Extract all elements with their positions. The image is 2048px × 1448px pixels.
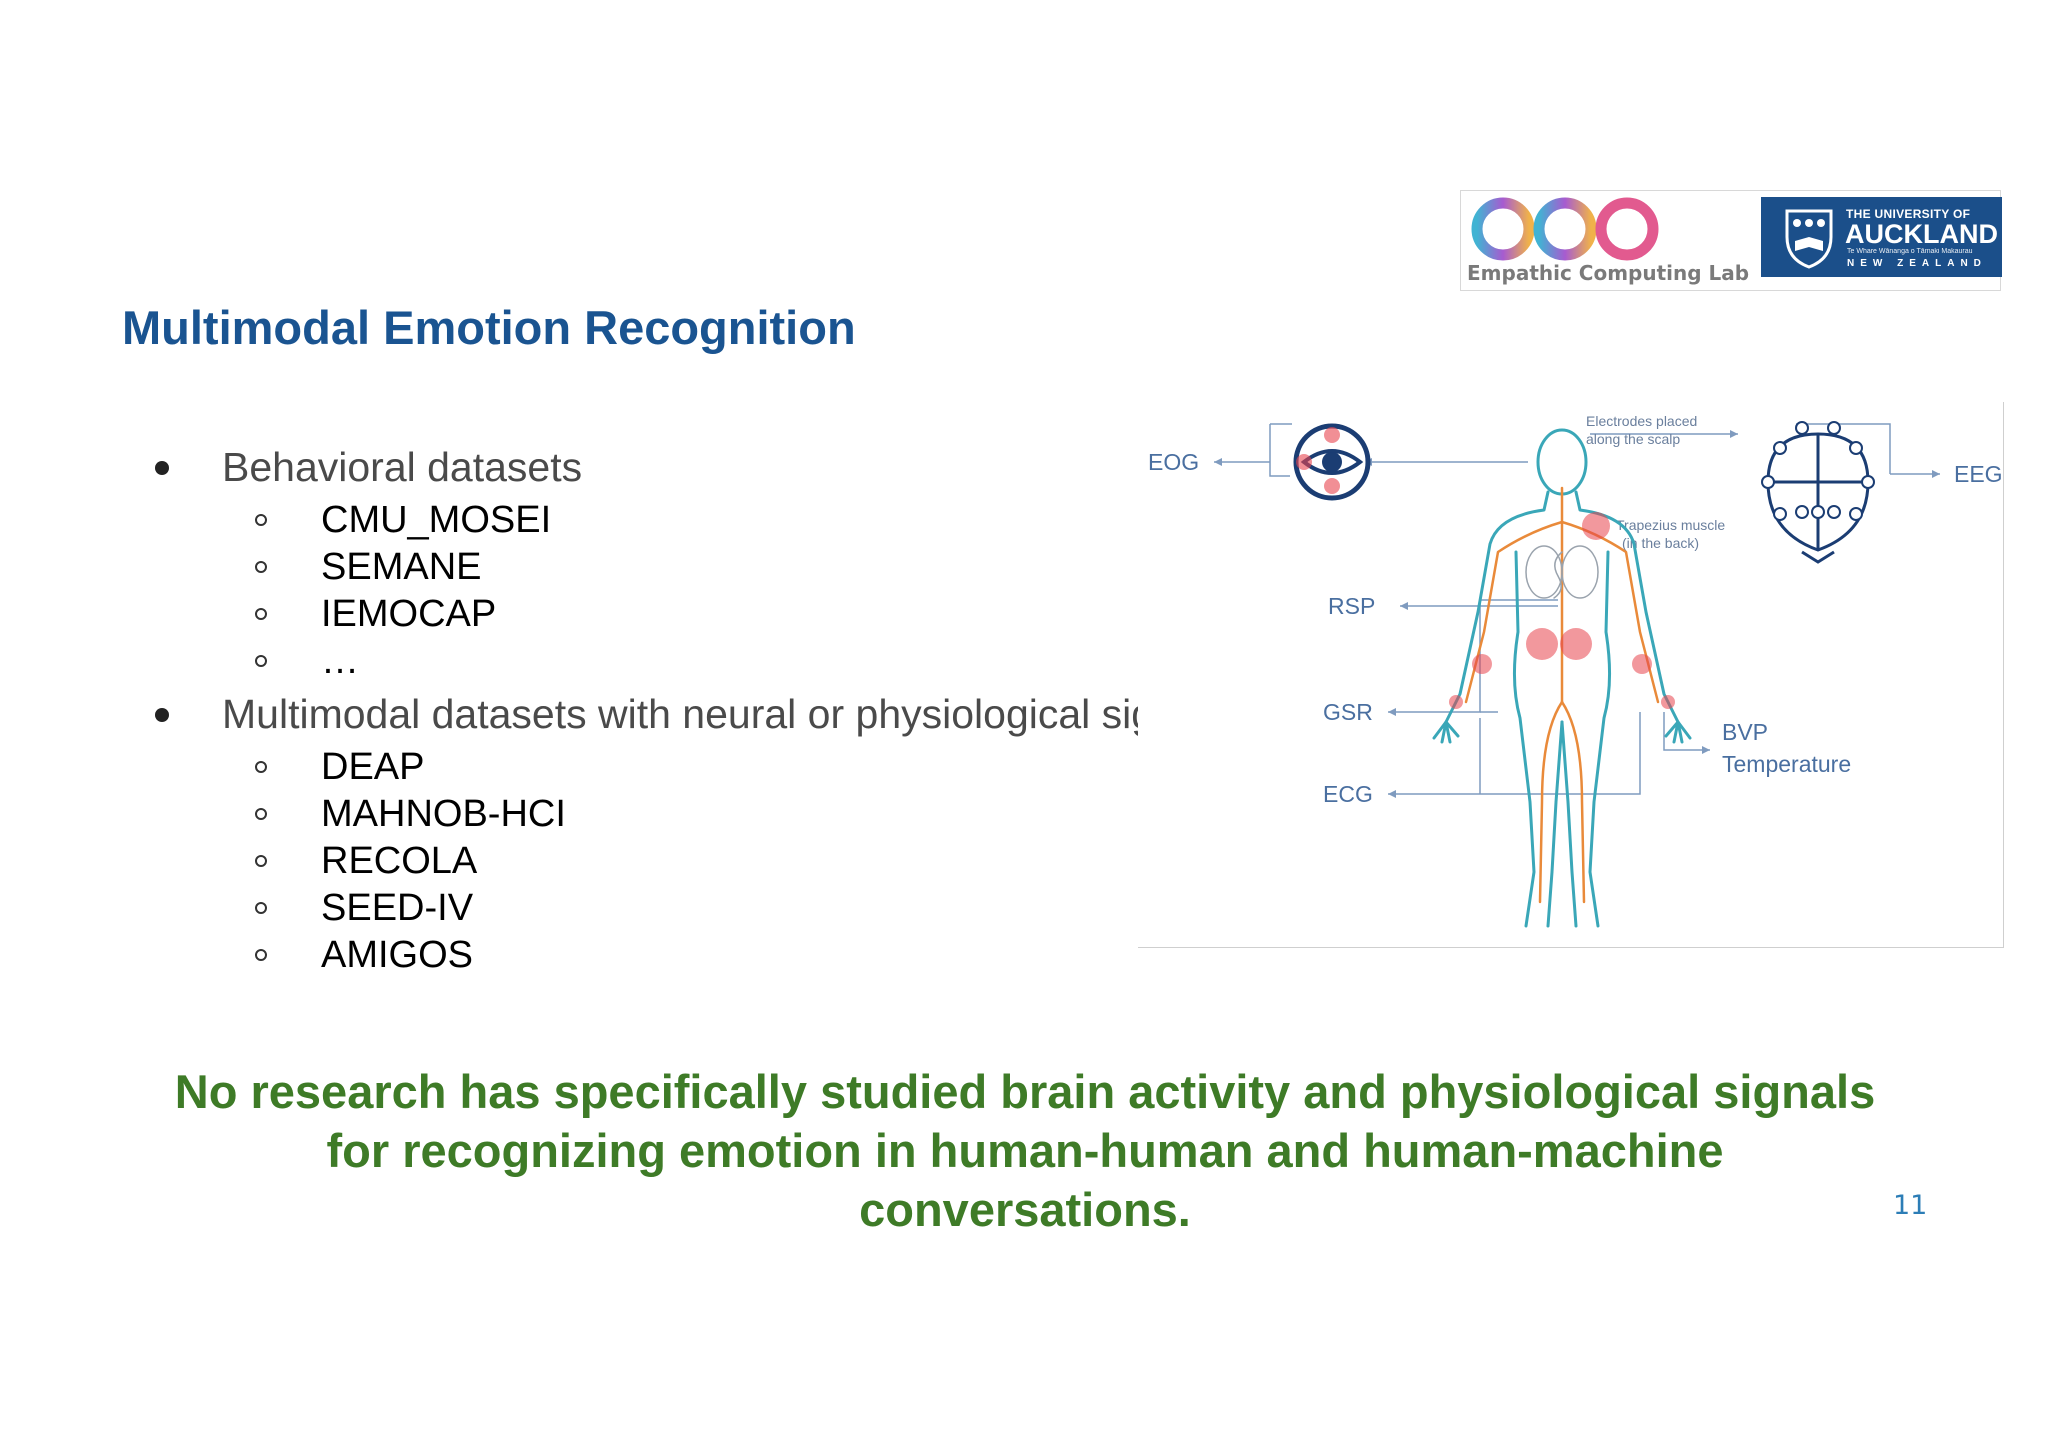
- conclusion-line-1: No research has specifically studied bra…: [174, 1065, 1876, 1118]
- label-ecg: ECG: [1323, 781, 1373, 807]
- list-item: …: [150, 638, 1229, 685]
- bullet-ring-icon: [255, 902, 267, 914]
- dataset-name: MAHNOB-HCI: [321, 793, 566, 835]
- dataset-name: AMIGOS: [321, 934, 474, 976]
- bullet-label: Behavioral datasets: [222, 444, 583, 490]
- label-eog: EOG: [1148, 449, 1199, 475]
- head-electrodes-icon: [1761, 421, 1875, 564]
- lab-name: Empathic Computing Lab: [1467, 261, 1750, 285]
- label-trapezius-2: (in the back): [1622, 535, 1699, 551]
- conclusion-statement: No research has specifically studied bra…: [100, 1062, 1950, 1239]
- list-item: DEAP: [150, 744, 1229, 791]
- bullet-ring-icon: [255, 608, 267, 620]
- list-item: SEMANE: [150, 544, 1229, 591]
- bullet-ring-icon: [255, 949, 267, 961]
- label-trapezius-1: Trapezius muscle: [1616, 517, 1725, 533]
- bullet-ring-icon: [255, 855, 267, 867]
- dataset-name: SEMANE: [321, 546, 482, 588]
- dataset-name: RECOLA: [321, 840, 478, 882]
- bullet-ring-icon: [255, 514, 267, 526]
- list-item: CMU_MOSEI: [150, 497, 1229, 544]
- bullet-label: Multimodal datasets with neural or physi…: [222, 691, 1230, 737]
- bullet-multimodal: Multimodal datasets with neural or physi…: [150, 685, 1229, 744]
- human-body-icon: [1432, 428, 1692, 928]
- dataset-name: CMU_MOSEI: [321, 499, 552, 541]
- body-sensor-figure: EOG EEG RSP GSR ECG BVP Temperature Elec…: [1148, 413, 2003, 928]
- label-rsp: RSP: [1328, 593, 1375, 619]
- list-item: SEED-IV: [150, 885, 1229, 932]
- university-crest-icon: [1785, 209, 1833, 269]
- university-name: AUCKLAND: [1845, 219, 1998, 249]
- university-motto: Te Whare Wānanga o Tāmaki Makaurau: [1847, 248, 1973, 255]
- dataset-name: SEED-IV: [321, 887, 474, 929]
- bullet-ring-icon: [255, 561, 267, 573]
- bullet-ring-icon: [255, 808, 267, 820]
- bullet-ring-icon: [255, 761, 267, 773]
- dataset-name: DEAP: [321, 746, 425, 788]
- connector-lines: [1214, 423, 1940, 795]
- logo-banner: Empathic Computing Lab THE UNIVERSITY OF…: [1460, 190, 2002, 291]
- page-number: 11: [1893, 1190, 1928, 1221]
- label-eeg: EEG: [1954, 461, 2003, 487]
- empathic-computing-lab-logo: [1471, 197, 1659, 261]
- list-item: IEMOCAP: [150, 591, 1229, 638]
- dataset-name: …: [321, 640, 359, 682]
- bullet-dot-icon: [155, 708, 169, 722]
- university-top-line: THE UNIVERSITY OF: [1846, 207, 1971, 221]
- bullet-behavioral: Behavioral datasets: [150, 438, 1229, 497]
- university-logo: THE UNIVERSITY OF AUCKLAND Te Whare Wāna…: [1761, 197, 2002, 277]
- label-gsr: GSR: [1323, 699, 1373, 725]
- bullet-dot-icon: [155, 461, 169, 475]
- slide-title: Multimodal Emotion Recognition: [122, 301, 856, 354]
- conclusion-line-2: for recognizing emotion in human-human a…: [326, 1124, 1724, 1177]
- list-item: AMIGOS: [150, 932, 1229, 979]
- dataset-list: Behavioral datasets CMU_MOSEI SEMANE IEM…: [150, 438, 1229, 979]
- physiological-signals-diagram: EOG EEG RSP GSR ECG BVP Temperature Elec…: [1138, 402, 2004, 948]
- label-temperature: Temperature: [1722, 751, 1851, 777]
- label-electrodes-1: Electrodes placed: [1586, 413, 1697, 429]
- list-item: RECOLA: [150, 838, 1229, 885]
- conclusion-line-3: conversations.: [859, 1183, 1191, 1236]
- label-bvp: BVP: [1722, 719, 1768, 745]
- eye-icon: [1293, 423, 1371, 501]
- dataset-name: IEMOCAP: [321, 593, 497, 635]
- list-item: MAHNOB-HCI: [150, 791, 1229, 838]
- label-electrodes-2: along the scalp: [1586, 431, 1680, 447]
- bullet-ring-icon: [255, 655, 267, 667]
- university-country: NEW ZEALAND: [1847, 258, 1987, 269]
